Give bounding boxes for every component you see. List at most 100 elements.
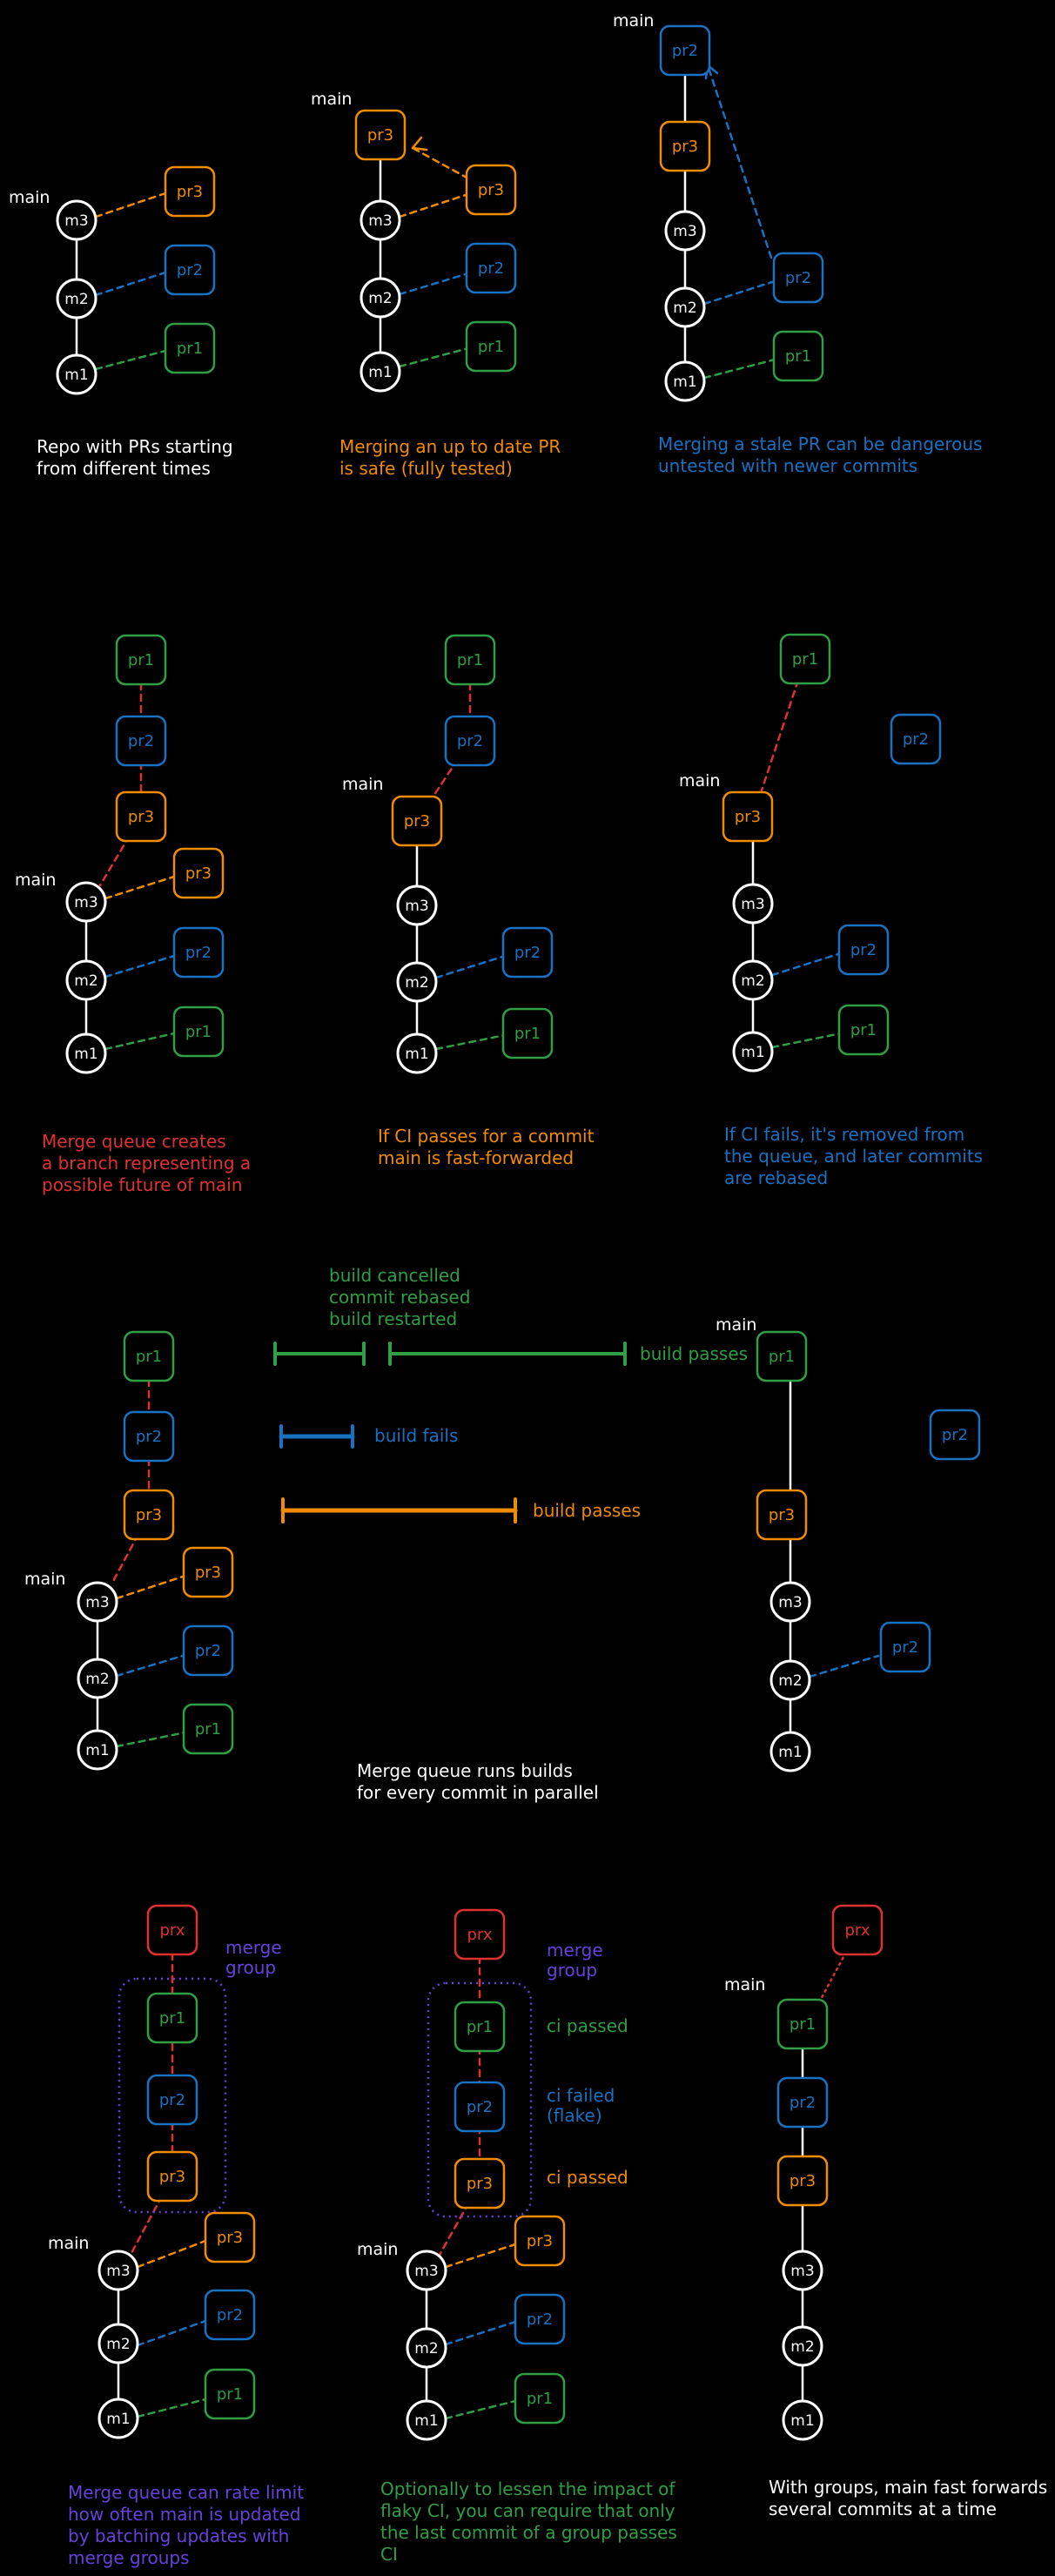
caption-text: several commits at a time <box>769 2499 997 2519</box>
pr-label-pr3: pr3 <box>185 864 212 883</box>
pr-label-pr3: pr3 <box>527 2232 553 2250</box>
pr-box-pr3 <box>146 2150 198 2203</box>
pr-label-pr3: pr3 <box>769 1506 795 1524</box>
pr-label-pr2: pr2 <box>185 944 212 962</box>
pr-label-pr1: pr1 <box>790 2015 816 2034</box>
commit-label-m2: m2 <box>405 974 428 992</box>
commit-label-m3: m3 <box>368 212 392 230</box>
commit-node-m2 <box>97 2323 139 2364</box>
commit-node-m1 <box>769 1731 811 1772</box>
pr-box-prx <box>146 1904 198 1956</box>
connector-line <box>136 2239 207 2269</box>
commit-label-m3: m3 <box>85 1594 109 1611</box>
commit-label-m3: m3 <box>64 212 88 230</box>
pr-box-pr2 <box>659 24 711 77</box>
pr-label-pr3: pr3 <box>735 808 761 826</box>
connector-line <box>136 2398 207 2418</box>
pr-box-pr1 <box>172 1006 225 1058</box>
pr-label-pr3: pr3 <box>195 1564 221 1582</box>
commit-node-m1 <box>56 353 97 395</box>
pr-box-prx <box>831 1904 884 1956</box>
connector-line <box>115 1653 187 1678</box>
merge-group-label: merge <box>547 1940 603 1961</box>
caption-text: from different times <box>37 458 211 479</box>
caption-text: how often main is updated <box>68 2504 301 2525</box>
pr-label-prx: prx <box>160 1921 185 1940</box>
commit-nodes: m3 m2 m1 pr3 pr2 pr1 m3 m2 m1 pr3 pr3 pr2 pr1 m3 m2 m1 p… <box>56 24 981 2441</box>
pr-label-pr1: pr1 <box>792 650 818 669</box>
pr-box-pr2 <box>444 715 496 767</box>
pr-box-pr3 <box>172 847 225 899</box>
caption-text: main is fast-forwarded <box>378 1147 574 1168</box>
pr-box-pr3 <box>454 2157 506 2209</box>
connector-line <box>706 64 773 259</box>
pr-label-pr3: pr3 <box>790 2172 816 2190</box>
pr-label-pr1: pr1 <box>527 2390 553 2408</box>
commit-node-m1 <box>732 1031 774 1073</box>
main-label: main <box>48 2234 89 2253</box>
main-label: main <box>342 775 383 794</box>
merge-group-label: group <box>225 1957 276 1978</box>
connector-line <box>751 657 807 818</box>
pr-label-pr1: pr1 <box>769 1348 795 1366</box>
pr-box-pr1 <box>146 1992 198 2044</box>
pr-box-pr3 <box>123 1489 175 1541</box>
ci-failed-label: (flake) <box>547 2105 602 2126</box>
pr-label-pr3: pr3 <box>672 138 698 156</box>
pr-box-pr1 <box>779 633 831 685</box>
commit-label-m2: m2 <box>85 1671 109 1688</box>
commit-node-m1 <box>97 2398 139 2439</box>
commit-label-m2: m2 <box>673 299 696 317</box>
connector-line <box>94 192 167 219</box>
connector-line <box>115 1574 187 1600</box>
commit-node-m2 <box>65 959 107 1001</box>
commit-node-m3 <box>77 1581 118 1623</box>
commit-node-m2 <box>664 286 706 328</box>
commit-node-m2 <box>77 1658 118 1699</box>
commit-node-m1 <box>360 351 401 393</box>
pr-box-pr1 <box>164 322 216 374</box>
pr-box-pr2 <box>182 1624 234 1677</box>
pr-label-prx: prx <box>467 1926 493 1944</box>
connector-line <box>411 146 470 180</box>
merge-group-box <box>427 1981 533 2218</box>
caption-text: a branch representing a <box>42 1153 251 1174</box>
connector-line <box>104 954 176 979</box>
pr-box-pr3 <box>776 2155 829 2207</box>
pr-label-pr2: pr2 <box>527 2310 553 2329</box>
caption-text: untested with newer commits <box>658 455 917 476</box>
connector-line <box>104 875 176 900</box>
connector-line <box>444 2243 517 2269</box>
caption-text: are rebased <box>724 1167 828 1188</box>
pr-box-pr1 <box>182 1703 234 1755</box>
pr-box-pr3 <box>465 164 517 216</box>
pr-box-pr2 <box>772 252 824 304</box>
connector-line <box>411 146 428 151</box>
pr-label-pr2: pr2 <box>790 2094 816 2112</box>
pr-label-pr2: pr2 <box>457 732 483 750</box>
commit-label-m2: m2 <box>790 2338 814 2356</box>
pr-label-pr3: pr3 <box>467 2175 493 2193</box>
caption-text: the last commit of a group passes <box>380 2522 677 2543</box>
commit-label-m1: m1 <box>414 2412 438 2430</box>
pr-label-pr2: pr2 <box>478 259 504 278</box>
commit-node-m3 <box>664 210 706 252</box>
commit-label-m1: m1 <box>405 1046 428 1063</box>
connector-line <box>115 1731 187 1748</box>
pr-label-pr1: pr1 <box>136 1348 162 1366</box>
connector-line <box>136 2319 207 2347</box>
commit-label-m1: m1 <box>64 367 88 384</box>
commit-node-m3 <box>782 2250 823 2291</box>
pr-label-prx: prx <box>845 1921 870 1940</box>
merge-group-box <box>118 1977 227 2214</box>
commit-label-m3: m3 <box>741 896 764 913</box>
connector-lines <box>75 49 880 2422</box>
pr-box-pr3 <box>514 2215 566 2267</box>
commit-node-m3 <box>406 2250 447 2291</box>
commit-node-m1 <box>664 360 706 402</box>
commit-label-m3: m3 <box>778 1594 802 1611</box>
commit-node-m3 <box>769 1581 811 1623</box>
pr-box-pr2 <box>879 1621 931 1673</box>
